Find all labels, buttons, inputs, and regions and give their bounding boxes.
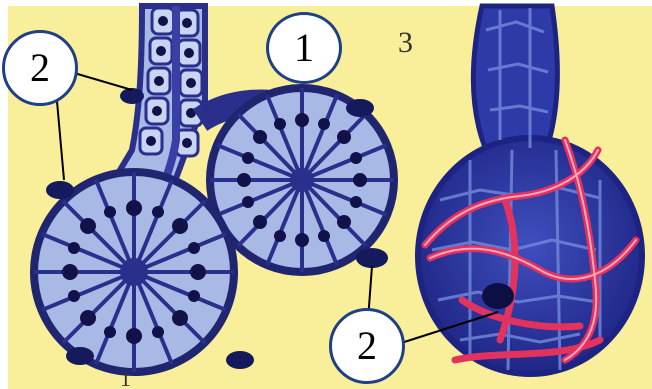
- lobe-upper-right-lumen: [290, 168, 314, 192]
- panel-number-3: 3: [398, 26, 413, 60]
- right-duct: [473, 6, 557, 150]
- callout-label-1-top: 1: [266, 12, 342, 84]
- callout-label-2-top-left: 2: [2, 30, 78, 106]
- callout-label-2-bottom: 2: [329, 308, 405, 384]
- right-lumen-opening: [482, 283, 514, 309]
- panel-number-1: 1: [120, 366, 131, 389]
- lobe-lower-left-lumen: [120, 258, 148, 286]
